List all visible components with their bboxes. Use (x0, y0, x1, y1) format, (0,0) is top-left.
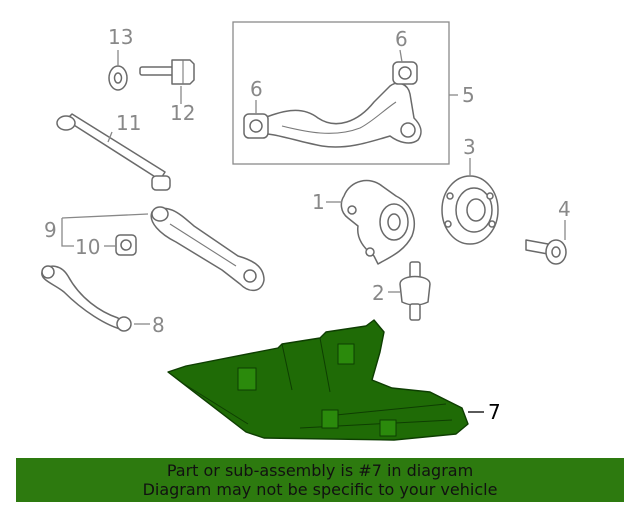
callout-5: 5 (462, 83, 475, 107)
bushing-icon[interactable] (243, 113, 269, 139)
knuckle-icon[interactable] (340, 179, 416, 265)
callout-3: 3 (463, 135, 476, 159)
bushing-icon[interactable] (392, 61, 418, 85)
hub-bolt-icon[interactable] (525, 239, 567, 265)
notice-banner: Part or sub-assembly is #7 in diagram Di… (16, 458, 624, 502)
callout-12: 12 (170, 101, 195, 125)
callout-7: 7 (488, 400, 501, 424)
callout-8: 8 (152, 313, 165, 337)
callout-4: 4 (558, 197, 571, 221)
ball-joint-icon[interactable] (399, 261, 431, 321)
washer-icon[interactable] (108, 65, 128, 91)
callout-2: 2 (372, 281, 385, 305)
control-arm-icon[interactable] (257, 82, 422, 148)
callout-6b: 6 (250, 77, 263, 101)
callout-9: 9 (44, 218, 57, 242)
bushing-icon[interactable] (115, 234, 137, 256)
callout-13: 13 (108, 25, 133, 49)
underbody-shield-icon[interactable] (167, 319, 469, 441)
callout-10: 10 (75, 235, 100, 259)
trailing-arm-icon[interactable] (150, 206, 265, 292)
callout-1: 1 (312, 190, 325, 214)
toe-link-icon[interactable] (41, 265, 132, 332)
banner-line-1: Part or sub-assembly is #7 in diagram (166, 461, 474, 480)
banner-line-2: Diagram may not be specific to your vehi… (142, 480, 498, 499)
callout-11: 11 (116, 111, 141, 135)
hub-bearing-icon[interactable] (441, 175, 499, 245)
callout-6a: 6 (395, 27, 408, 51)
bolt-icon[interactable] (139, 59, 195, 85)
lateral-link-icon[interactable] (56, 113, 171, 191)
upper-control-arm-frame (232, 21, 450, 165)
